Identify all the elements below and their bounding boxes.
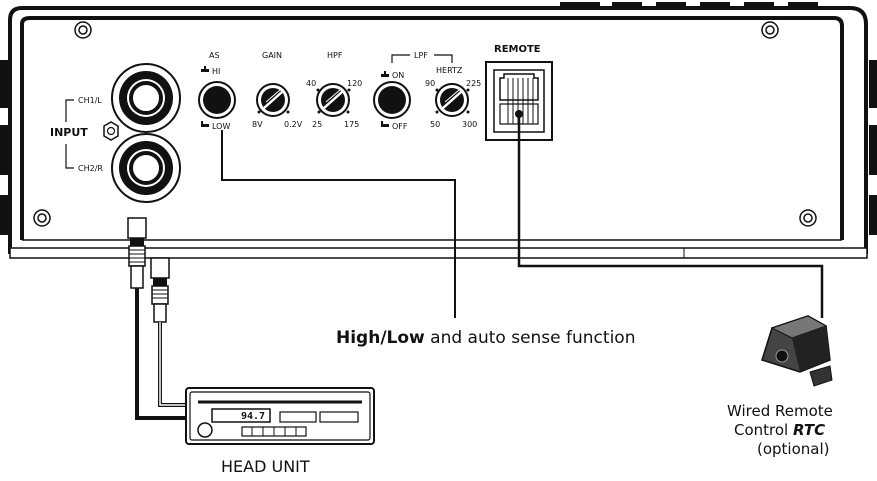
gain-max-label: 0.2V <box>284 120 303 129</box>
as-title: AS <box>209 51 220 60</box>
rca-cable-left <box>135 288 186 420</box>
remote-label: REMOTE <box>494 44 541 55</box>
rca-plug-right <box>150 257 170 323</box>
rca-cable-right-outer <box>158 322 186 407</box>
hertz-knob[interactable] <box>435 83 469 117</box>
head-unit <box>185 387 375 445</box>
gain-title: GAIN <box>262 51 282 60</box>
head-unit-label: HEAD UNIT <box>221 457 310 476</box>
rca-jack-ch2[interactable] <box>111 133 181 203</box>
hertz-title: HERTZ <box>436 66 463 75</box>
ch2-label: CH2/R <box>78 164 103 173</box>
rca-jack-ch1[interactable] <box>111 63 181 133</box>
wired-remote-device <box>761 315 833 387</box>
gain-min-label: 8V <box>252 120 263 129</box>
remote-caption-line3: (optional) <box>757 440 830 458</box>
amplifier-panel <box>0 2 877 259</box>
hpf-tick-120: 120 <box>347 79 362 88</box>
on-indicator-icon <box>381 74 389 77</box>
gain-knob[interactable] <box>256 83 290 117</box>
callout-low: Low <box>387 328 426 348</box>
as-low-label: LOW <box>212 122 230 131</box>
screw-icon <box>74 21 92 39</box>
low-indicator-icon <box>201 124 209 127</box>
screw-icon <box>33 209 51 227</box>
remote-caption-line1: Wired Remote <box>727 402 833 420</box>
hi-indicator-icon <box>201 69 209 72</box>
lpf-switch-button[interactable] <box>373 81 411 119</box>
hpf-title: HPF <box>327 51 343 60</box>
hertz-tick-300: 300 <box>462 120 477 129</box>
lpf-off-label: OFF <box>392 122 408 131</box>
as-switch-button[interactable] <box>198 81 236 119</box>
remote-caption-line2: Control RTC <box>734 421 825 439</box>
hertz-tick-90: 90 <box>425 79 435 88</box>
rca-plug-left <box>127 217 147 289</box>
hertz-tick-50: 50 <box>430 120 440 129</box>
lpf-bracket <box>391 54 453 63</box>
remote-cable <box>517 114 824 318</box>
ground-nut-icon <box>103 121 119 141</box>
head-unit-display: 94.7 <box>241 411 265 422</box>
hpf-tick-25: 25 <box>312 120 322 129</box>
callout-rest: and auto sense function <box>425 328 636 348</box>
input-label: INPUT <box>50 126 88 139</box>
remote-port[interactable] <box>485 61 553 141</box>
ch1-label: CH1/L <box>78 96 102 105</box>
callout-high: High <box>336 328 380 348</box>
off-indicator-icon <box>381 124 389 127</box>
hpf-tick-40: 40 <box>306 79 316 88</box>
hertz-tick-225: 225 <box>466 79 481 88</box>
callout-slash: / <box>380 328 387 348</box>
screw-icon <box>761 21 779 39</box>
callout-leader-line <box>221 130 456 318</box>
input-bracket <box>65 99 74 169</box>
remote-model-name: RTC <box>793 421 825 439</box>
lpf-on-label: ON <box>392 71 404 80</box>
hpf-tick-175: 175 <box>344 120 359 129</box>
lpf-title: LPF <box>414 51 428 60</box>
screw-icon <box>799 209 817 227</box>
as-hi-label: HI <box>212 67 220 76</box>
callout-text: High/Low and auto sense function <box>336 328 635 348</box>
remote-caption-prefix: Control <box>734 421 793 439</box>
hpf-knob[interactable] <box>316 83 350 117</box>
